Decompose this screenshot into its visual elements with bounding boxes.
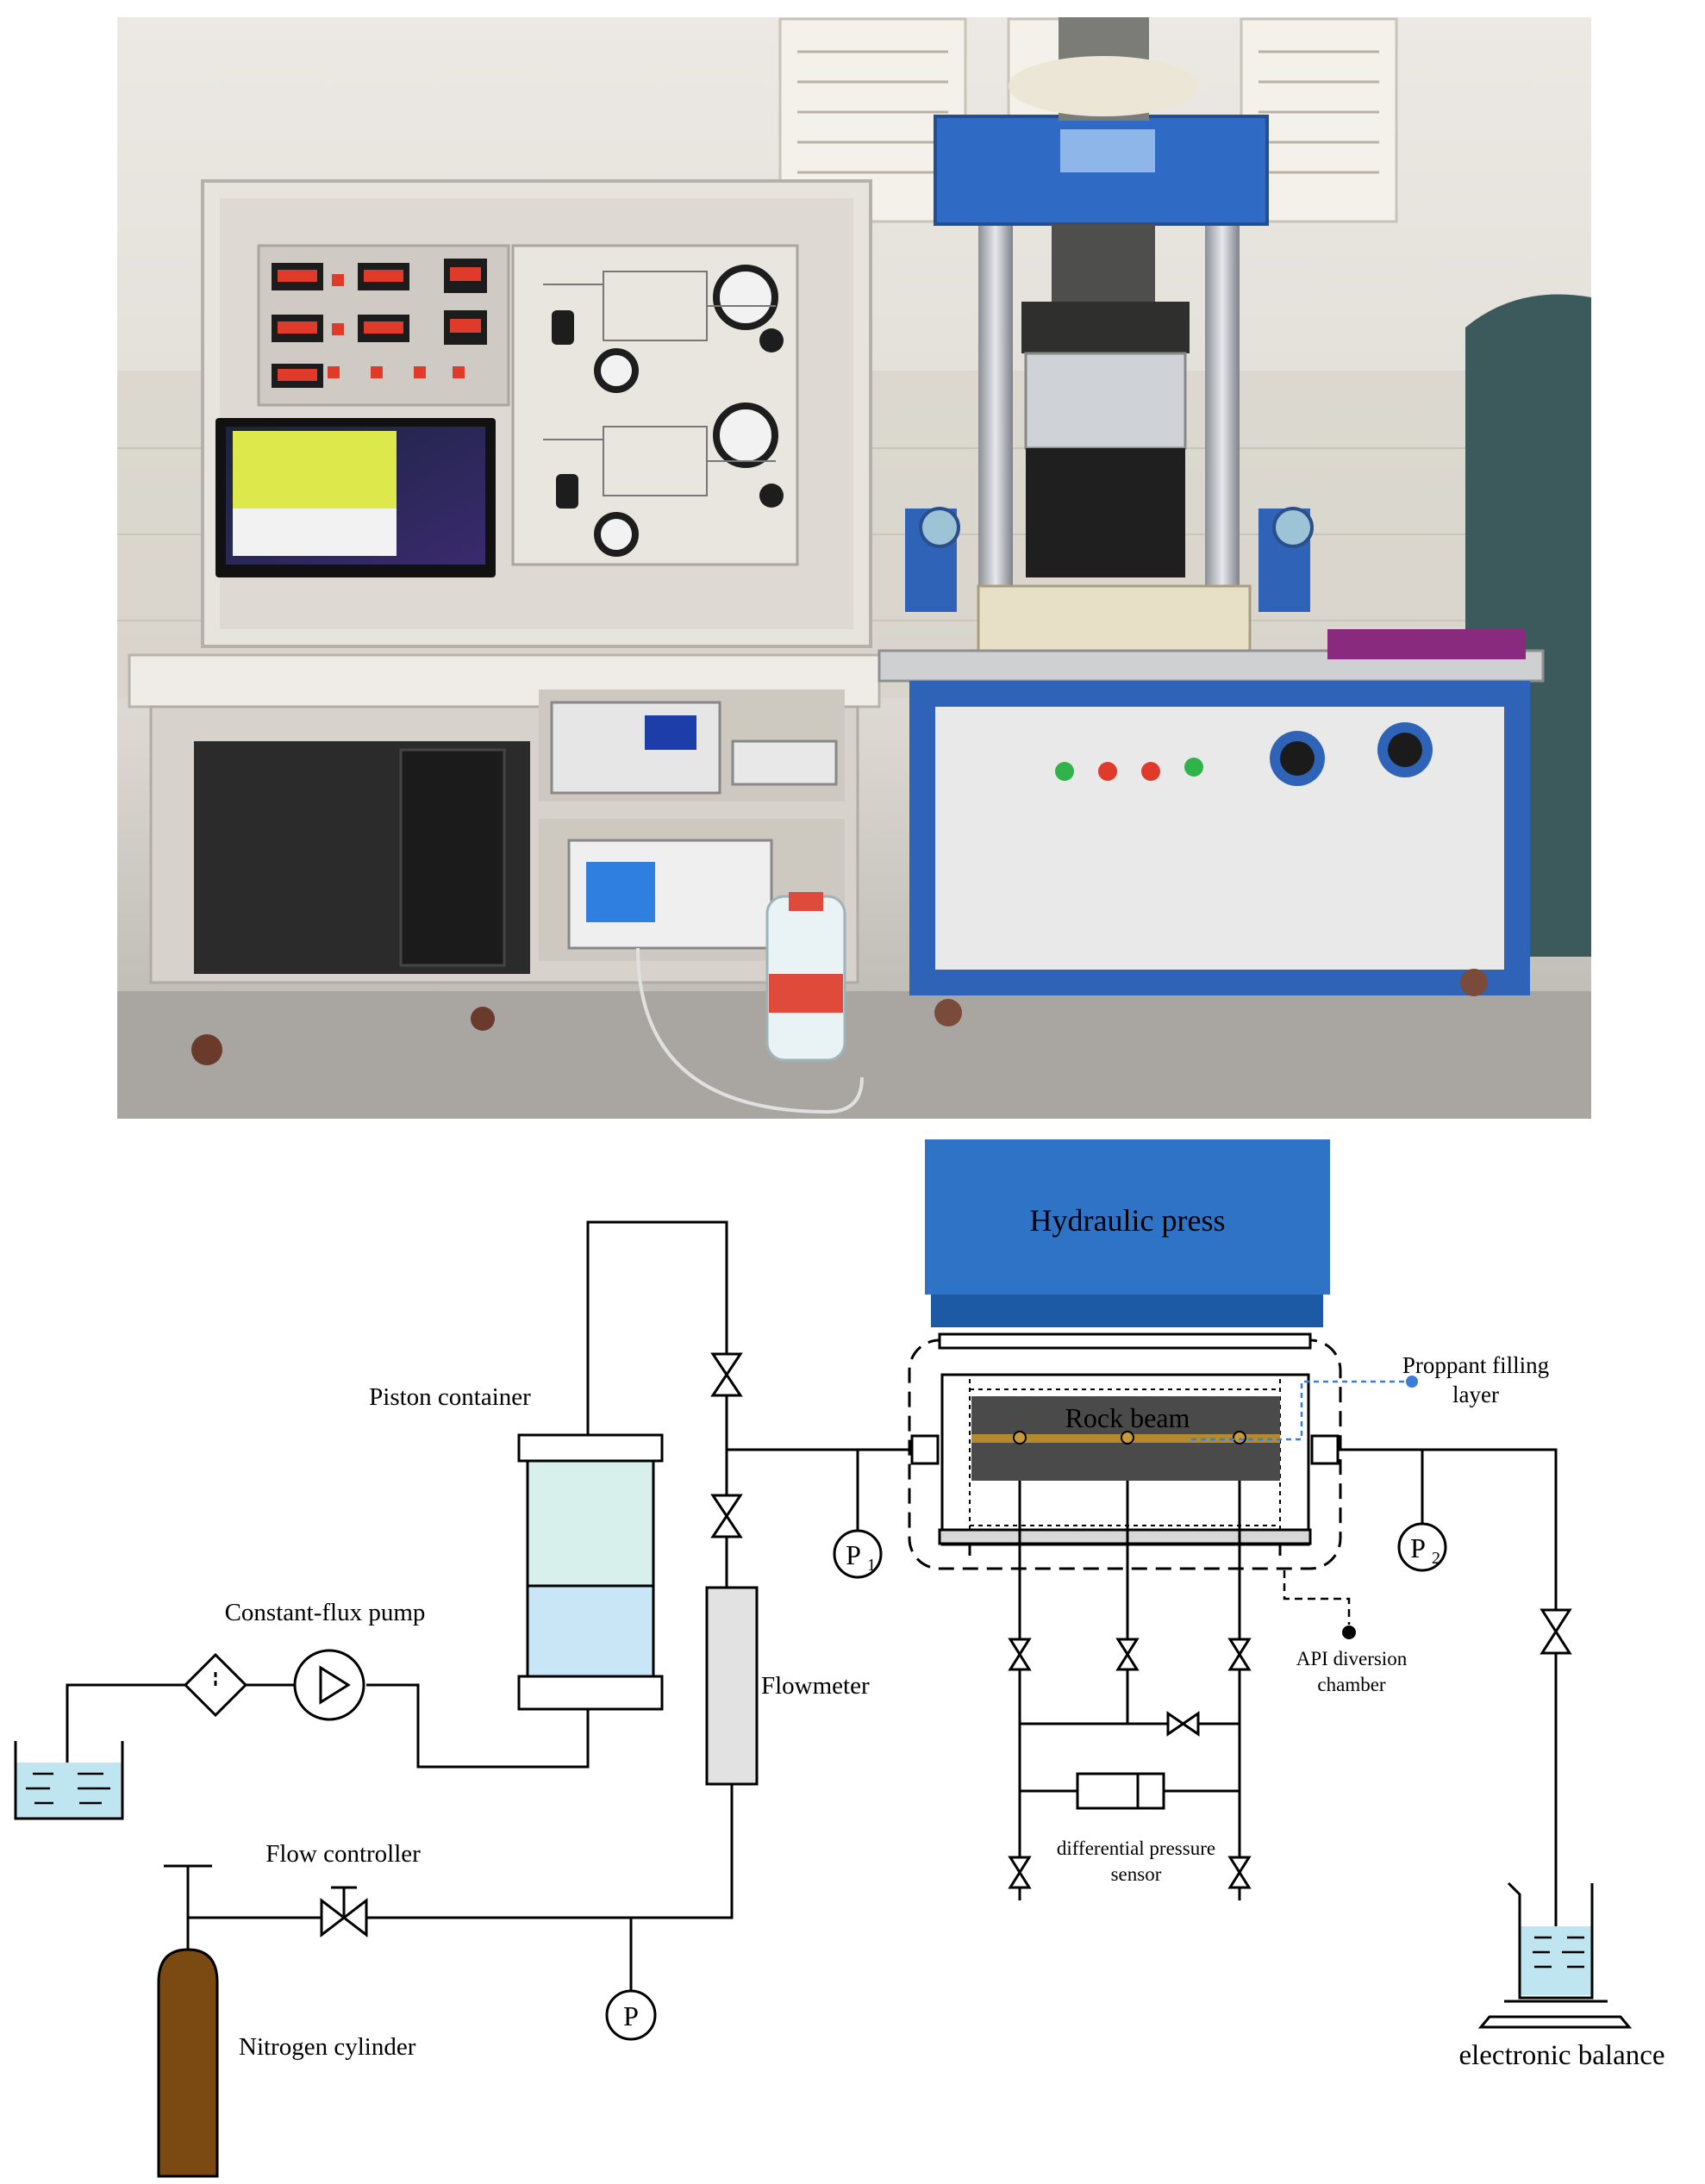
floor — [117, 991, 1591, 1119]
caster-wheels-left — [191, 1007, 495, 1065]
gauge-p — [605, 1989, 657, 2041]
valve-outlet — [1539, 1608, 1572, 1655]
flow-cell — [1024, 352, 1187, 450]
label-dp-sensor-line2: sensor — [1111, 1863, 1162, 1885]
pc-tower — [399, 748, 506, 967]
pump-display — [645, 715, 696, 750]
label-api-chamber-line2: chamber — [1317, 1674, 1386, 1695]
rock-beam-upper — [971, 1396, 1280, 1434]
nitrogen-cylinder — [157, 1948, 219, 2178]
valve-upper — [710, 1352, 743, 1397]
monitor-app-table — [233, 509, 397, 556]
label-rock-beam: Rock beam — [1065, 1402, 1190, 1433]
outlet-port — [1310, 1434, 1340, 1465]
water-tank-fill — [16, 1763, 122, 1819]
press-indicator-lights — [1055, 758, 1203, 781]
poster-text-lines — [797, 50, 1379, 174]
bottle-label — [769, 974, 843, 1013]
gauge-p1-label: P — [846, 1539, 861, 1570]
electronic-balance-device — [731, 739, 838, 786]
label-flowmeter: Flowmeter — [761, 1672, 870, 1700]
proppant-leader-dot — [1406, 1376, 1418, 1388]
pressure-transmitters — [905, 507, 1314, 612]
tubing — [636, 947, 864, 1114]
beaker — [1507, 1881, 1594, 2000]
inlet-port — [910, 1434, 940, 1465]
bypass-valve — [1166, 1711, 1200, 1737]
differential-pressure-sensor — [1076, 1772, 1165, 1810]
gauge-p2 — [1397, 1522, 1447, 1572]
gauge-p1-subscript: 1 — [867, 1556, 876, 1575]
hydraulic-press-base — [931, 1295, 1323, 1327]
press-ram — [1052, 224, 1155, 302]
bottle-cap — [789, 892, 823, 911]
beaker-level-marks — [1533, 1936, 1584, 1969]
pressure-gauges — [594, 265, 778, 557]
pipe-piston-to-junction — [586, 1220, 728, 1435]
piston-chamber-upper — [526, 1459, 655, 1588]
gauge-p-label: P — [623, 2000, 639, 2031]
tap-points — [1013, 1431, 1246, 1445]
gauge-p2-label: P — [1410, 1532, 1426, 1563]
balance-base — [1477, 2015, 1633, 2029]
label-dp-sensor-line1: differential pressure — [1057, 1838, 1215, 1859]
press-platen — [1021, 302, 1190, 353]
label-flow-controller: Flow controller — [265, 1840, 421, 1868]
piston-top-plate — [517, 1433, 664, 1463]
press-pillar-right — [1205, 147, 1240, 629]
api-diversion-chamber-boundary — [908, 1338, 1342, 1570]
api-leader — [1283, 1570, 1351, 1625]
water-tank — [14, 1741, 124, 1820]
digital-displays — [272, 259, 487, 388]
label-api-chamber-line1: API diversion — [1296, 1648, 1408, 1669]
valve-middle — [710, 1494, 743, 1538]
upper-piston-plate — [938, 1332, 1312, 1350]
pipe-flowmeter-to-controller — [188, 1784, 734, 1919]
press-pillar-left — [978, 147, 1013, 629]
hydraulic-press-block — [925, 1139, 1330, 1295]
label-constant-flux-pump: Constant-flux pump — [225, 1599, 426, 1626]
pipe-pump-to-piston — [366, 1683, 590, 1769]
label-nitrogen-cylinder: Nitrogen cylinder — [239, 2033, 416, 2061]
label-proppant-line1: Proppant filling — [1402, 1352, 1549, 1378]
press-collar — [1009, 56, 1198, 116]
tap-valves — [1008, 1638, 1252, 1889]
piston-chamber-lower — [526, 1584, 655, 1678]
panel-knobs — [552, 310, 784, 509]
water-level-marks — [26, 1772, 110, 1805]
label-hydraulic-press: Hydraulic press — [1030, 1203, 1226, 1238]
press-lower-block — [1026, 448, 1185, 577]
caster-wheels-right — [934, 969, 1488, 1026]
pipe-outlet — [1338, 1448, 1558, 1610]
flowmeter — [705, 1586, 759, 1786]
press-knobs — [1270, 722, 1433, 786]
pump-arrow — [319, 1665, 351, 1705]
rock-beam-lower — [971, 1443, 1280, 1481]
api-leader-dot — [1342, 1626, 1356, 1639]
proppant-leader — [1191, 1380, 1409, 1441]
label-piston-container: Piston container — [369, 1383, 531, 1411]
constant-flux-pump-screen — [586, 862, 655, 922]
lower-piston-plate — [938, 1528, 1312, 1545]
panel-schematic-lines — [543, 271, 776, 496]
gauge-p2-subscript: 2 — [1432, 1549, 1440, 1568]
label-proppant-line2: layer — [1452, 1382, 1499, 1407]
purple-cloth — [1327, 629, 1526, 659]
label-electronic-balance: electronic balance — [1458, 2040, 1664, 2071]
press-top-label — [1060, 129, 1155, 172]
gauge-p1 — [833, 1529, 883, 1579]
pipe-tank-to-filter — [66, 1683, 185, 1800]
piston-bottom-plate — [517, 1675, 664, 1711]
